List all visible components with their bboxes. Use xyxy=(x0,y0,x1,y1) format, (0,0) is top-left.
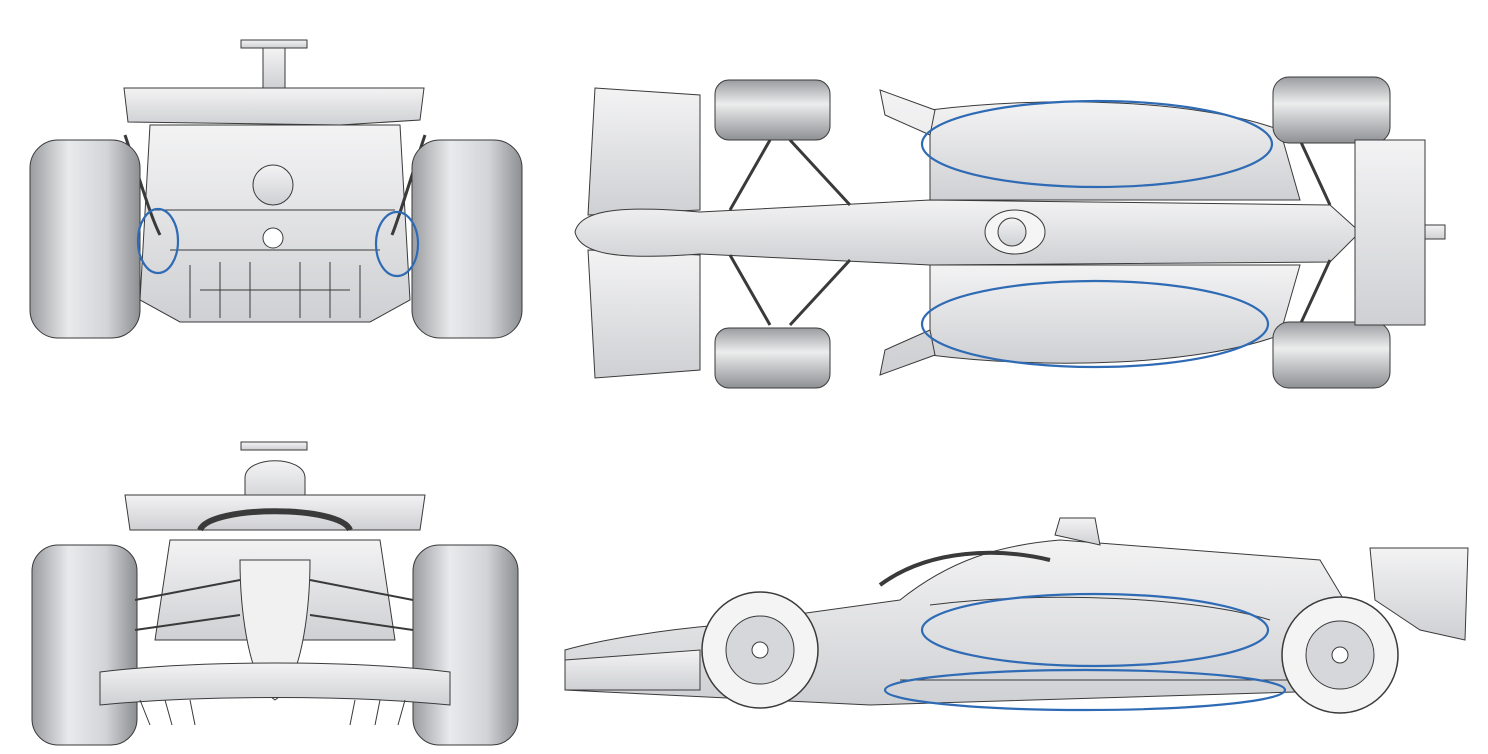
highlight-rear-right-floor xyxy=(374,210,420,278)
front-airbox xyxy=(244,460,306,506)
rear-light xyxy=(262,227,284,249)
top-view xyxy=(574,76,1446,389)
top-rear-light xyxy=(1424,224,1446,240)
front-camera-pod xyxy=(240,441,308,451)
rear-airbox xyxy=(262,47,286,89)
side-front-wing xyxy=(564,649,701,691)
rear-left-tyre xyxy=(29,139,141,339)
side-front-hub xyxy=(751,641,769,659)
side-airbox xyxy=(1054,517,1101,546)
top-driver-helmet xyxy=(997,217,1027,247)
top-front-left-tyre xyxy=(714,79,831,141)
top-front-wing-left xyxy=(587,87,701,216)
side-rear-hub xyxy=(1331,646,1349,664)
top-rear-left-tyre xyxy=(1272,76,1391,144)
front-left-tyre xyxy=(31,544,138,746)
top-sidepod-right xyxy=(929,264,1301,364)
rear-camera-pod xyxy=(240,39,308,49)
front-right-tyre xyxy=(412,544,519,746)
top-chassis xyxy=(574,199,1361,266)
side-rear-wing xyxy=(1369,547,1469,641)
top-rear-right-tyre xyxy=(1272,321,1391,389)
rear-right-tyre xyxy=(411,139,523,339)
highlight-ellipses xyxy=(136,99,1287,712)
rear-body xyxy=(139,124,411,323)
highlight-side-floor xyxy=(883,668,1287,712)
side-view xyxy=(564,517,1469,714)
highlight-top-right-sidepod xyxy=(920,279,1270,369)
front-wing xyxy=(99,662,451,706)
top-rear-wing xyxy=(1354,139,1426,326)
top-front-wing-right xyxy=(587,249,701,379)
rear-exhaust xyxy=(252,164,294,206)
front-view xyxy=(31,441,519,746)
highlight-rear-left-floor xyxy=(136,207,180,275)
rear-wing xyxy=(123,87,425,126)
highlight-top-left-sidepod xyxy=(920,99,1274,189)
rear-view xyxy=(29,39,523,339)
top-front-right-tyre xyxy=(714,327,831,389)
highlight-side-sidepod xyxy=(920,592,1270,668)
top-sidepod-left xyxy=(929,101,1301,201)
